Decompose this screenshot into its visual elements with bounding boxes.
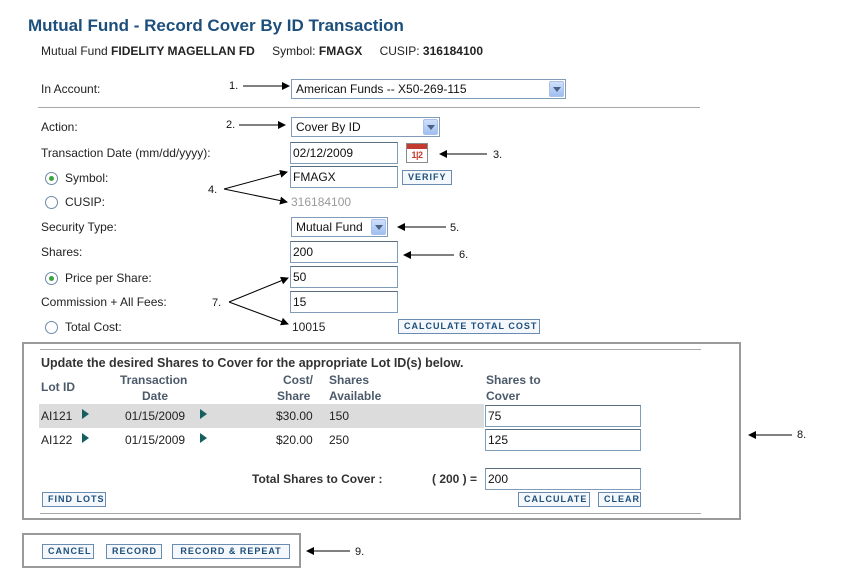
account-select-value: American Funds -- X50-269-115 <box>296 82 467 96</box>
callout-3: 3. <box>493 149 503 161</box>
record-button[interactable]: RECORD <box>106 544 162 559</box>
action-select-value: Cover By ID <box>296 120 361 134</box>
find-lots-button[interactable]: FIND LOTS <box>42 492 106 507</box>
col-cover-2: Cover <box>486 389 521 403</box>
table-row <box>39 404 484 428</box>
chevron-down-icon[interactable] <box>423 119 438 135</box>
cusip-label: CUSIP: <box>379 44 420 58</box>
col-cost-2: Share <box>277 389 311 403</box>
callout-arrow-4b <box>223 188 288 205</box>
shares-to-cover-input[interactable]: 125 <box>485 429 641 451</box>
total-shares-label: Total Shares to Cover : <box>252 472 383 486</box>
col-available-2: Available <box>329 389 382 403</box>
security-type-label: Security Type: <box>41 220 117 234</box>
divider <box>40 513 701 514</box>
callout-2: 2. <box>226 119 236 131</box>
callout-arrow-7a <box>228 276 289 303</box>
cost-cell: $30.00 <box>276 409 313 423</box>
shares-to-cover-input[interactable]: 75 <box>485 405 641 427</box>
shares-input[interactable]: 200 <box>290 241 398 263</box>
account-label: In Account: <box>41 82 101 96</box>
account-select[interactable]: American Funds -- X50-269-115 <box>291 79 566 99</box>
date-label: Transaction Date (mm/dd/yyyy): <box>41 146 211 160</box>
lot-id-cell: AI122 <box>41 433 73 447</box>
price-input[interactable]: 50 <box>290 266 398 288</box>
cusip-text: 316184100 <box>291 195 352 209</box>
callout-arrow-4a <box>223 169 288 190</box>
col-cover-1: Shares to <box>486 373 541 387</box>
cusip-value: 316184100 <box>422 44 483 58</box>
actions-panel <box>22 533 301 568</box>
col-cost-1: Cost/ <box>283 373 313 387</box>
total-shares-input[interactable]: 200 <box>485 468 641 490</box>
cost-cell: $20.00 <box>276 433 313 447</box>
callout-4: 4. <box>208 184 218 196</box>
lots-panel <box>22 342 741 520</box>
col-transaction-2: Date <box>142 389 169 403</box>
total-cost-radio[interactable] <box>45 321 58 334</box>
available-cell: 150 <box>329 409 350 423</box>
cusip-radio[interactable] <box>45 196 58 209</box>
callout-9: 9. <box>355 546 365 558</box>
chevron-down-icon[interactable] <box>371 219 386 235</box>
callout-6: 6. <box>459 249 469 261</box>
callout-8: 8. <box>797 429 807 441</box>
col-transaction-1: Transaction <box>120 373 188 387</box>
fund-info: Mutual Fund FIDELITY MAGELLAN FD Symbol:… <box>41 44 483 58</box>
cancel-button[interactable]: CANCEL <box>42 544 94 559</box>
total-shares-paren: ( 200 ) = <box>432 472 478 486</box>
calculate-total-cost-button[interactable]: CALCULATE TOTAL COST <box>398 319 540 334</box>
shares-label: Shares: <box>41 245 83 259</box>
calendar-icon[interactable]: 1|2 <box>406 143 428 163</box>
price-label: Price per Share: <box>65 271 152 285</box>
commission-input[interactable]: 15 <box>290 291 398 313</box>
callout-arrow-7b <box>228 301 289 326</box>
page-title: Mutual Fund - Record Cover By ID Transac… <box>28 16 404 35</box>
cusip-radio-label: CUSIP: <box>65 195 106 209</box>
fund-name: FIDELITY MAGELLAN FD <box>111 44 255 58</box>
expand-arrow-icon[interactable] <box>200 433 207 443</box>
symbol-input[interactable]: FMAGX <box>290 166 398 188</box>
divider <box>40 349 701 350</box>
calendar-header <box>407 144 427 149</box>
expand-arrow-icon[interactable] <box>82 433 89 443</box>
callout-7: 7. <box>212 297 222 309</box>
symbol-radio[interactable] <box>45 172 58 185</box>
action-label: Action: <box>41 120 78 134</box>
transaction-date-input[interactable]: 02/12/2009 <box>290 142 398 164</box>
security-type-select[interactable]: Mutual Fund <box>291 217 388 237</box>
verify-button[interactable]: VERIFY <box>402 170 452 185</box>
price-radio[interactable] <box>45 272 58 285</box>
clear-button[interactable]: CLEAR <box>598 492 641 507</box>
chevron-down-icon[interactable] <box>549 81 564 97</box>
calendar-icon-text: 1|2 <box>411 150 423 160</box>
symbol-label: Symbol: <box>272 44 316 58</box>
col-available-1: Shares <box>329 373 370 387</box>
lots-header: Update the desired Shares to Cover for t… <box>41 356 464 370</box>
date-cell: 01/15/2009 <box>125 409 186 423</box>
date-cell: 01/15/2009 <box>125 433 186 447</box>
callout-5: 5. <box>450 222 460 234</box>
total-cost-label: Total Cost: <box>65 320 122 334</box>
symbol-radio-label: Symbol: <box>65 171 109 185</box>
commission-label: Commission + All Fees: <box>41 295 167 309</box>
col-lot-id: Lot ID <box>41 380 75 394</box>
calculate-button[interactable]: CALCULATE <box>518 492 590 507</box>
record-repeat-button[interactable]: RECORD & REPEAT <box>172 544 290 559</box>
expand-arrow-icon[interactable] <box>200 409 207 419</box>
symbol-value: FMAGX <box>318 44 363 58</box>
fund-label: Mutual Fund <box>41 44 108 58</box>
security-type-value: Mutual Fund <box>296 220 363 234</box>
expand-arrow-icon[interactable] <box>82 409 89 419</box>
available-cell: 250 <box>329 433 350 447</box>
total-cost-value: 10015 <box>292 320 326 334</box>
lot-id-cell: AI121 <box>41 409 73 423</box>
action-select[interactable]: Cover By ID <box>291 117 440 137</box>
callout-1: 1. <box>229 80 239 92</box>
divider <box>38 107 700 108</box>
